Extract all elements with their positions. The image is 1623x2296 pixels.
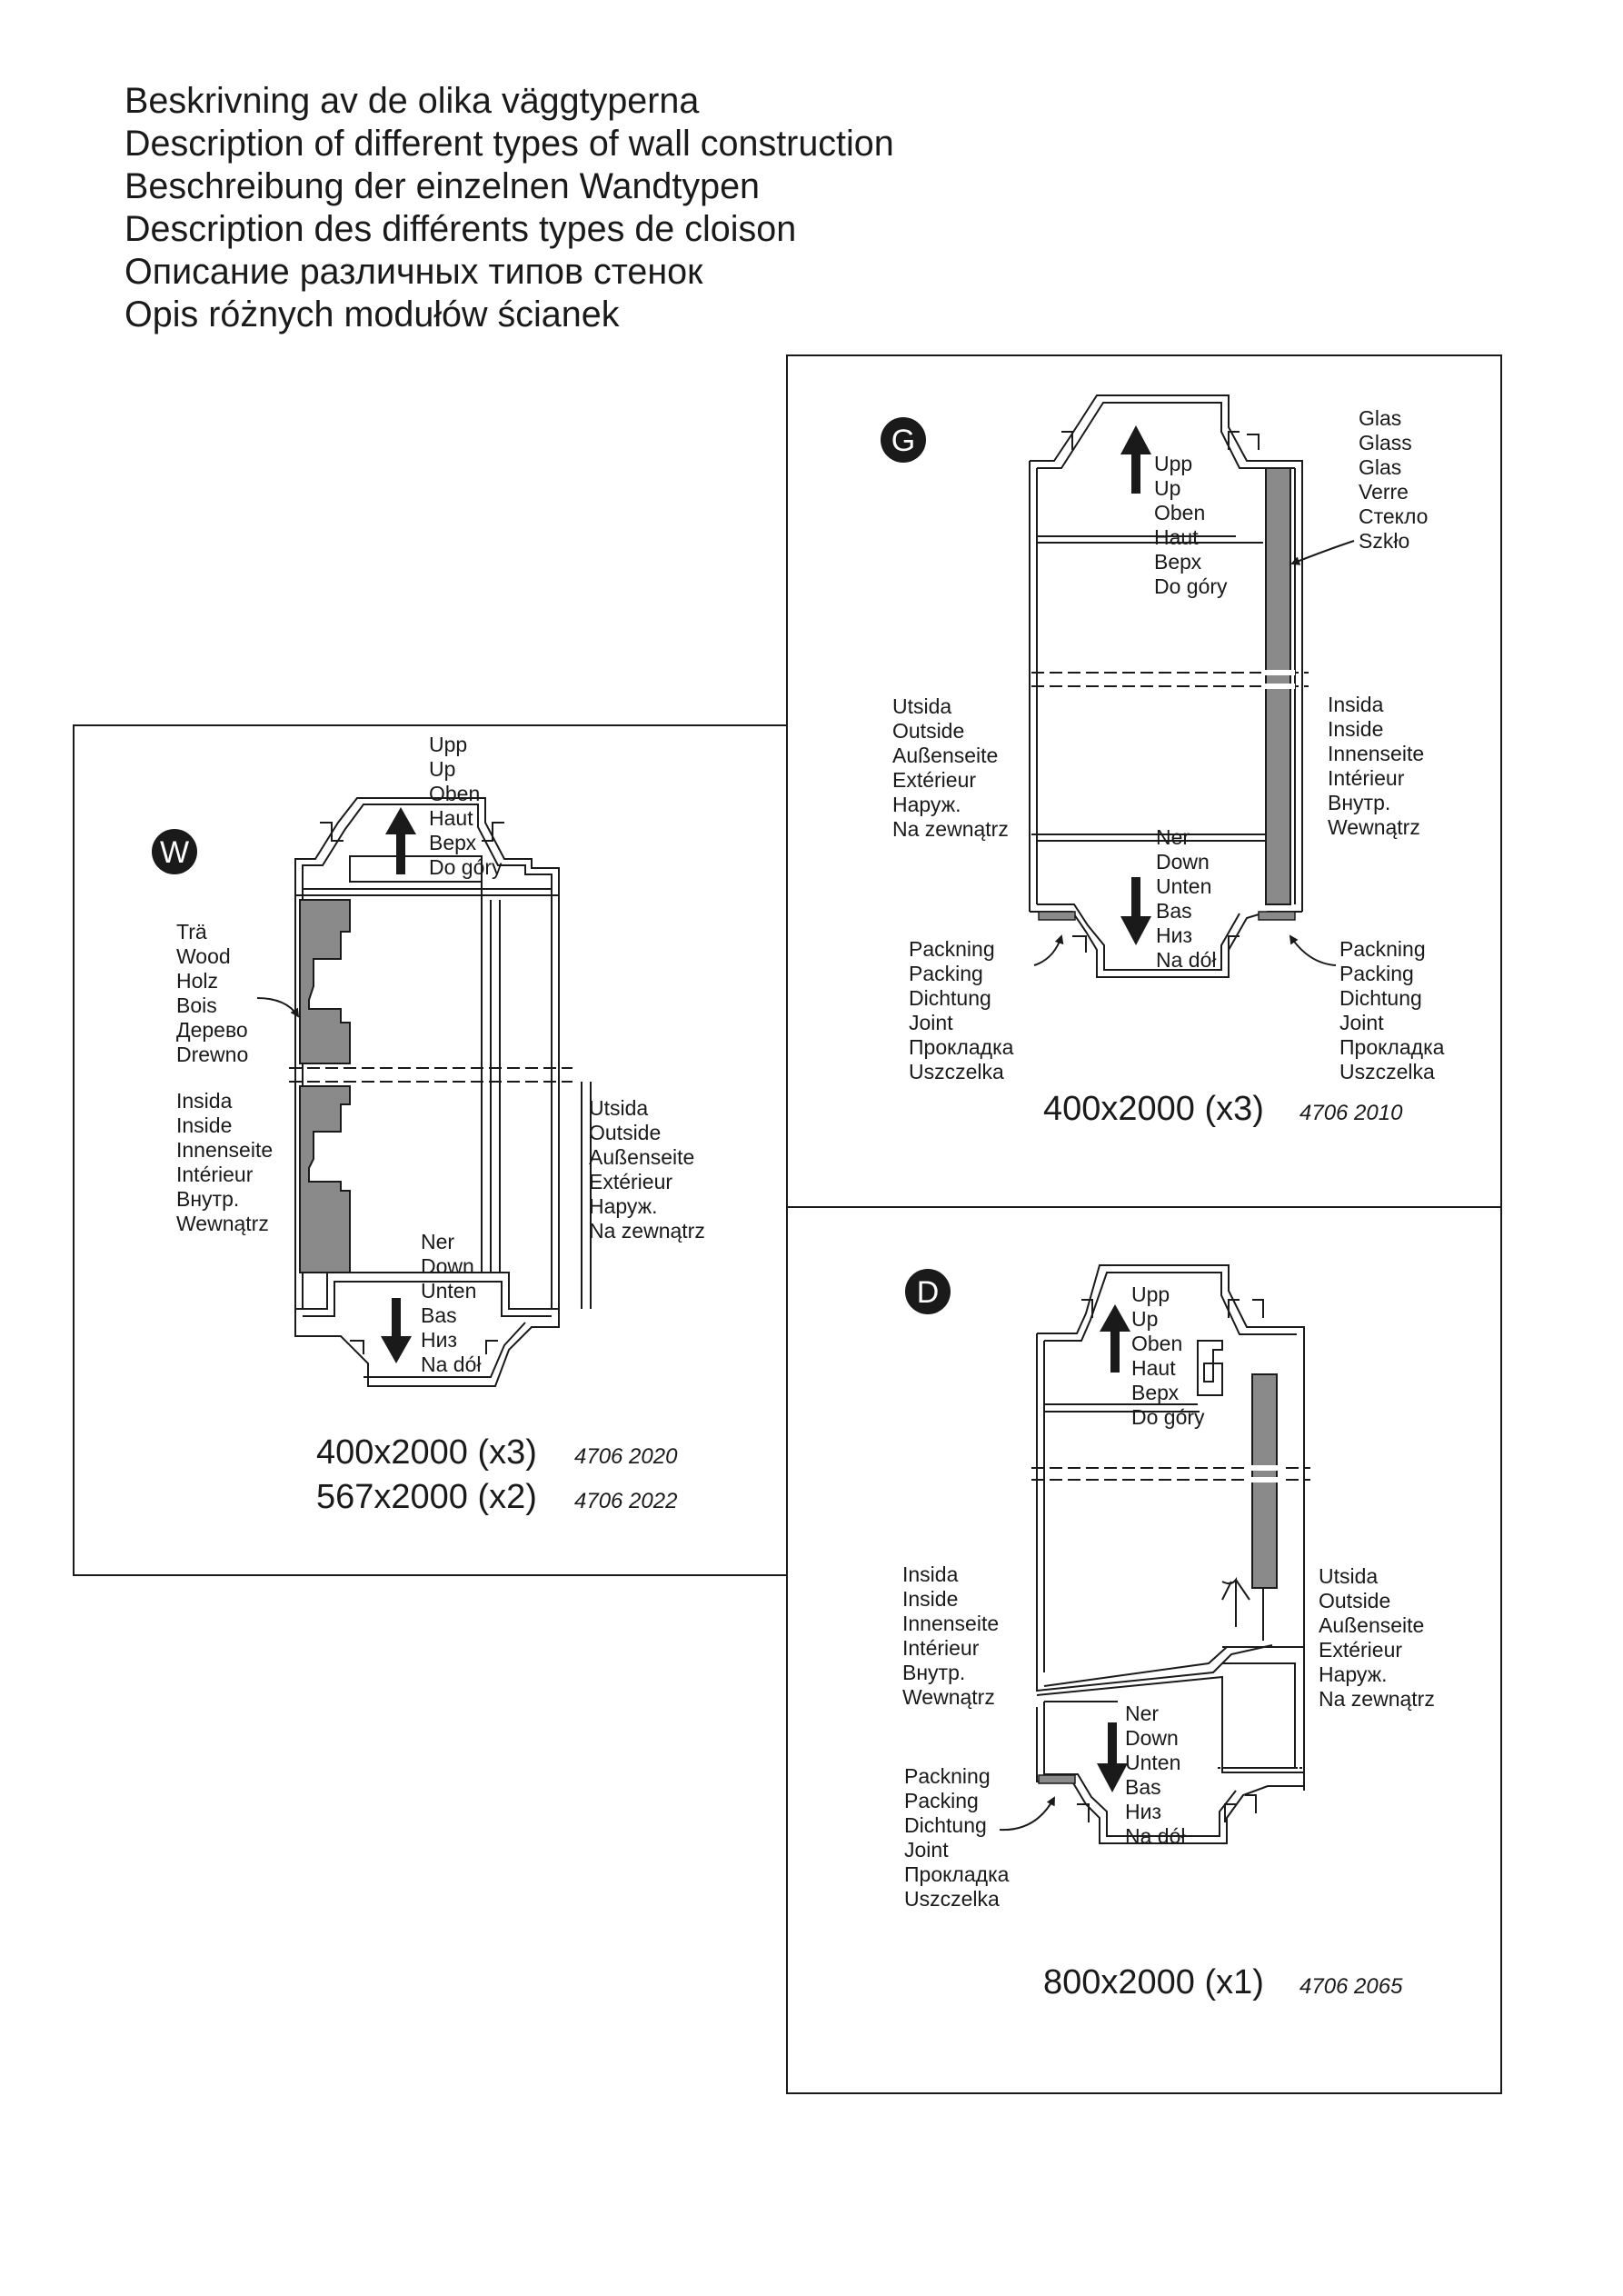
- panel-d-packing-label: Packning Packing Dichtung Joint Прокладк…: [904, 1764, 1015, 1911]
- panel-d-packing: [1038, 1774, 1076, 1784]
- panel-w-outside-label: Utsida Outside Außenseite Extérieur Нару…: [589, 1096, 705, 1243]
- panel-w-size-1: 400x2000 (x3): [316, 1433, 537, 1472]
- panel-d-packing-pointer: [999, 1796, 1055, 1832]
- panel-g-outside-label: Utsida Outside Außenseite Extérieur Нару…: [892, 694, 1009, 841]
- panel-w-code-1: 4706 2020: [574, 1444, 678, 1469]
- panel-d-size-1: 800x2000 (x1): [1043, 1963, 1264, 2002]
- heading-line-pl: Opis różnych modułów ścianek: [124, 294, 620, 334]
- panel-d-down-label: Ner Down Unten Bas Низ Na dół: [1125, 1702, 1187, 1848]
- heading-line-sv: Beskrivning av de olika väggtyperna: [124, 81, 700, 121]
- panel-w-code-2: 4706 2022: [574, 1489, 677, 1513]
- page-heading: Beskrivning av de olika väggtyperna Desc…: [124, 80, 894, 336]
- panel-g: G: [786, 354, 1502, 1208]
- panel-w-wood-board: [299, 899, 351, 1273]
- heading-line-fr: Description des différents types de cloi…: [124, 209, 797, 249]
- panel-d-code-1: 4706 2065: [1299, 1974, 1403, 1999]
- panel-g-packing-left: [1038, 911, 1076, 921]
- heading-line-de: Beschreibung der einzelnen Wandtypen: [124, 166, 761, 206]
- panel-d: D: [786, 1206, 1502, 2094]
- panel-g-profile-drawing: [1029, 394, 1309, 978]
- panel-g-packing-left-label: Packning Packing Dichtung Joint Прокладк…: [909, 937, 1020, 1083]
- panel-w-up-label: Upp Up Oben Haut Верх Do góry: [429, 733, 503, 879]
- panel-d-outside-label: Utsida Outside Außenseite Extérieur Нару…: [1319, 1564, 1435, 1711]
- panel-w-profile-drawing: [289, 797, 592, 1387]
- panel-g-packing-left-pointer: [1033, 934, 1064, 966]
- panel-g-inside-label: Insida Inside Innenseite Intérieur Внутр…: [1328, 693, 1430, 839]
- panel-w-wood-pointer: [256, 997, 300, 1018]
- panel-w: W: [73, 724, 786, 1576]
- panel-w-frame: [73, 724, 786, 1576]
- panel-w-badge-letter: W: [160, 835, 189, 870]
- heading-line-en: Description of different types of wall c…: [124, 124, 894, 164]
- panel-g-up-arrow-icon: [1120, 425, 1151, 494]
- panel-g-glass-pointer: [1290, 540, 1355, 565]
- panel-d-up-arrow-icon: [1100, 1304, 1130, 1373]
- panel-g-size-1: 400x2000 (x3): [1043, 1090, 1264, 1128]
- panel-w-down-label: Ner Down Unten Bas Низ Na dół: [421, 1230, 483, 1376]
- panel-w-inside-label: Insida Inside Innenseite Intérieur Внутр…: [176, 1089, 279, 1235]
- panel-g-down-label: Ner Down Unten Bas Низ Na dół: [1156, 825, 1218, 972]
- heading-line-ru: Описание различных типов стенок: [124, 252, 703, 292]
- panel-d-badge: D: [905, 1269, 951, 1314]
- panel-d-badge-letter: D: [917, 1275, 940, 1310]
- panel-g-packing-right-label: Packning Packing Dichtung Joint Прокладк…: [1339, 937, 1450, 1083]
- panel-d-frame: [786, 1206, 1502, 2094]
- panel-g-glass-label: Glas Glass Glas Verre Стекло Szkło: [1359, 406, 1434, 553]
- panel-d-up-label: Upp Up Oben Haut Верх Do góry: [1131, 1283, 1205, 1429]
- panel-w-down-arrow-icon: [381, 1298, 412, 1363]
- panel-g-down-arrow-icon: [1120, 877, 1151, 945]
- panel-g-badge: G: [881, 417, 926, 463]
- panel-g-badge-letter: G: [891, 424, 915, 458]
- panel-d-down-arrow-icon: [1097, 1722, 1128, 1792]
- panel-g-code-1: 4706 2010: [1299, 1101, 1403, 1125]
- panel-d-inside-label: Insida Inside Innenseite Intérieur Внутр…: [902, 1562, 1005, 1709]
- panel-w-badge: W: [152, 829, 197, 874]
- panel-w-up-arrow-icon: [385, 807, 416, 874]
- panel-w-wood-label: Trä Wood Holz Bois Дерево Drewno: [176, 920, 254, 1066]
- panel-g-packing-right-pointer: [1289, 934, 1337, 966]
- panel-g-up-label: Upp Up Oben Haut Верх Do góry: [1154, 452, 1228, 598]
- panel-g-packing-right: [1258, 911, 1296, 921]
- panel-w-size-2: 567x2000 (x2): [316, 1478, 537, 1516]
